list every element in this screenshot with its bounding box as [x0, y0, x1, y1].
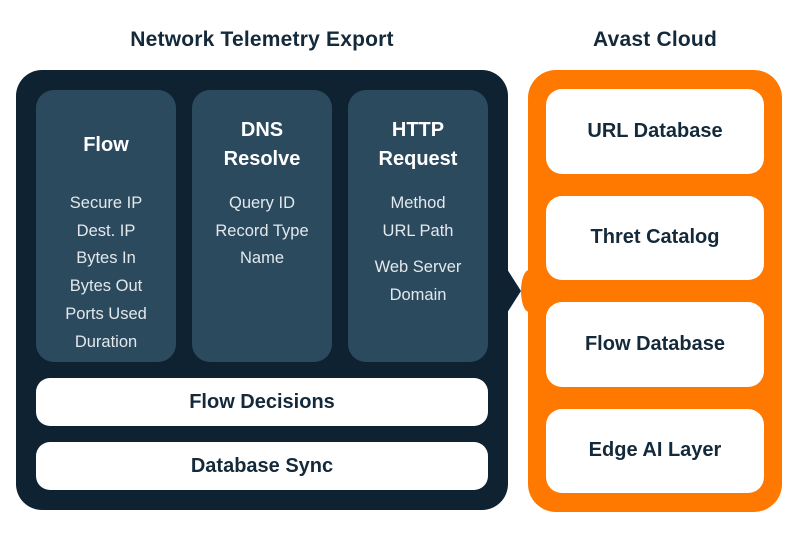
http-request-column: HTTP Request Method URL Path Web Server …	[348, 90, 488, 362]
dns-item: Query ID	[228, 194, 296, 212]
edge-ai-layer-box: Edge AI Layer	[546, 408, 764, 493]
http-item: URL Path	[382, 221, 454, 240]
connector-arrow-icon	[507, 269, 521, 313]
flow-item: Secure IP	[69, 194, 143, 212]
flow-column-header: Flow	[83, 133, 129, 156]
telemetry-export-title: Network Telemetry Export	[130, 28, 394, 51]
database-sync-bar: Database Sync	[36, 442, 488, 490]
flow-column: Flow Secure IP Dest. IP Bytes In Bytes O…	[36, 90, 176, 362]
flow-column-items: Secure IP Dest. IP Bytes In Bytes Out Po…	[65, 190, 147, 356]
http-request-column-items: Method URL Path Web Server Domain	[357, 190, 479, 310]
avast-cloud-panel: URL Database Thret Catalog Flow Database…	[521, 70, 782, 512]
avast-cloud-title: Avast Cloud	[593, 28, 717, 51]
flow-item: Ports Used	[65, 304, 147, 323]
flow-item: Dest. IP	[76, 221, 136, 240]
telemetry-columns: Flow Secure IP Dest. IP Bytes In Bytes O…	[36, 90, 488, 362]
flow-decisions-bar: Flow Decisions	[36, 378, 488, 426]
http-item: Method	[390, 194, 446, 212]
http-request-column-header: HTTP Request	[378, 119, 458, 170]
threat-catalog-box: Thret Catalog	[546, 195, 764, 280]
telemetry-export-panel: Flow Secure IP Dest. IP Bytes In Bytes O…	[16, 70, 521, 510]
flow-item: Bytes In	[76, 249, 136, 268]
url-database-box: URL Database	[546, 89, 764, 174]
dns-item: Name	[239, 249, 284, 268]
dns-item: Record Type	[215, 221, 309, 240]
flow-item: Duration	[74, 332, 138, 351]
dns-resolve-column-header: DNS Resolve	[223, 119, 301, 170]
connector-bump	[521, 270, 537, 312]
http-item: Web Server Domain	[374, 258, 462, 305]
dns-resolve-column-items: Query ID Record Type Name	[215, 190, 308, 273]
flow-database-box: Flow Database	[546, 302, 764, 387]
dns-resolve-column: DNS Resolve Query ID Record Type Name	[192, 90, 332, 362]
flow-item: Bytes Out	[69, 277, 143, 296]
